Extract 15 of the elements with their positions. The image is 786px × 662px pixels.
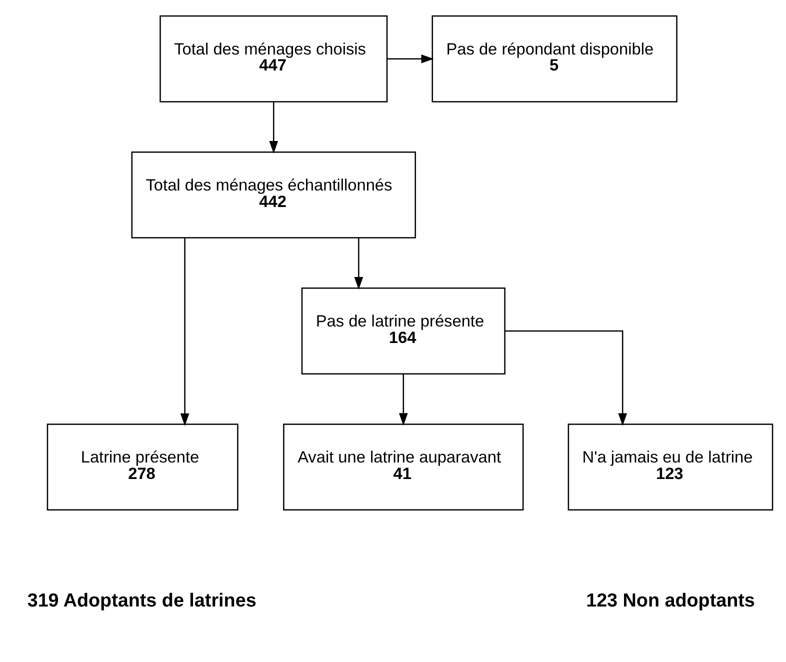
- node-box: Pas de latrine présente 164: [301, 288, 506, 374]
- label: 319 Adoptants de latrines: [27, 590, 256, 612]
- node-box: Total des ménages choisis 447: [160, 15, 388, 102]
- node-box: Avait une latrine auparavant 41: [283, 424, 524, 511]
- arrow: [269, 102, 278, 154]
- label: 123 Non adoptants: [586, 590, 755, 612]
- arrow: [398, 374, 408, 426]
- arrow: [504, 330, 628, 426]
- node-box: Pas de répondant disponible 5: [432, 15, 678, 102]
- arrow: [354, 238, 364, 290]
- node-box: Latrine présente 278: [46, 424, 238, 511]
- node-box: N'a jamais eu de latrine 123: [568, 424, 774, 511]
- arrow: [180, 238, 190, 426]
- arrow: [387, 54, 434, 64]
- node-box: Total des ménages échantillonnés 442: [131, 151, 416, 238]
